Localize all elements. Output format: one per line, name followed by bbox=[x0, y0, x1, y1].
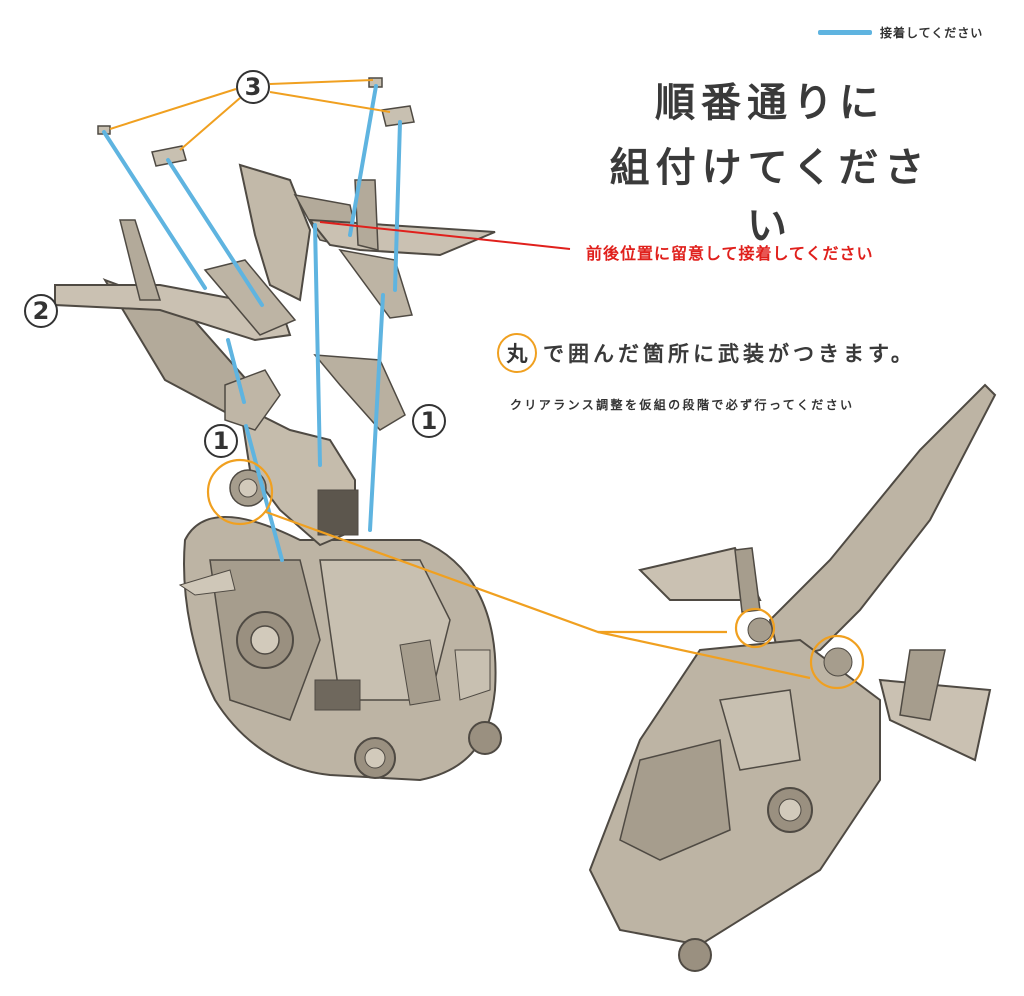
legend-label: 接着してください bbox=[880, 26, 984, 40]
assembled-model bbox=[588, 383, 997, 972]
step3-leaders bbox=[109, 79, 391, 151]
step-number-1-left: 1 bbox=[204, 424, 238, 458]
warning-text: 前後位置に留意して接着してください bbox=[586, 244, 874, 263]
assembled-tail-boom bbox=[768, 383, 997, 662]
title-line-2: 組付けてください bbox=[609, 145, 931, 249]
warning-leader bbox=[319, 221, 571, 250]
weapon-mount-markers bbox=[206, 458, 865, 690]
title-line-1: 順番通りに bbox=[655, 80, 885, 126]
weapon-mount-circle bbox=[809, 634, 865, 690]
legend: 接着してください bbox=[818, 24, 983, 41]
clip-part bbox=[97, 125, 111, 135]
clearance-note: クリアランス調整を仮組の段階で必ず行ってください bbox=[510, 398, 855, 412]
right-wing-part bbox=[307, 218, 496, 257]
assembled-left-wing bbox=[638, 546, 762, 601]
step-number-1-right: 1 bbox=[412, 404, 446, 438]
legend-glue-swatch bbox=[818, 30, 872, 35]
weapon-mount-circle bbox=[734, 607, 776, 649]
center-top-part bbox=[238, 163, 312, 302]
weapon-note-badge: 丸 bbox=[497, 333, 537, 373]
glue-lines bbox=[102, 84, 402, 562]
exploded-model bbox=[54, 77, 502, 782]
clip-part bbox=[151, 145, 187, 167]
weapon-note: 丸 で囲んだ箇所に武装がつきます。 bbox=[497, 333, 916, 373]
step-number-3: 3 bbox=[236, 70, 270, 104]
step-number-2: 2 bbox=[24, 294, 58, 328]
weapon-note-text: で囲んだ箇所に武装がつきます。 bbox=[543, 342, 916, 366]
weapon-mount-circle bbox=[206, 458, 274, 526]
